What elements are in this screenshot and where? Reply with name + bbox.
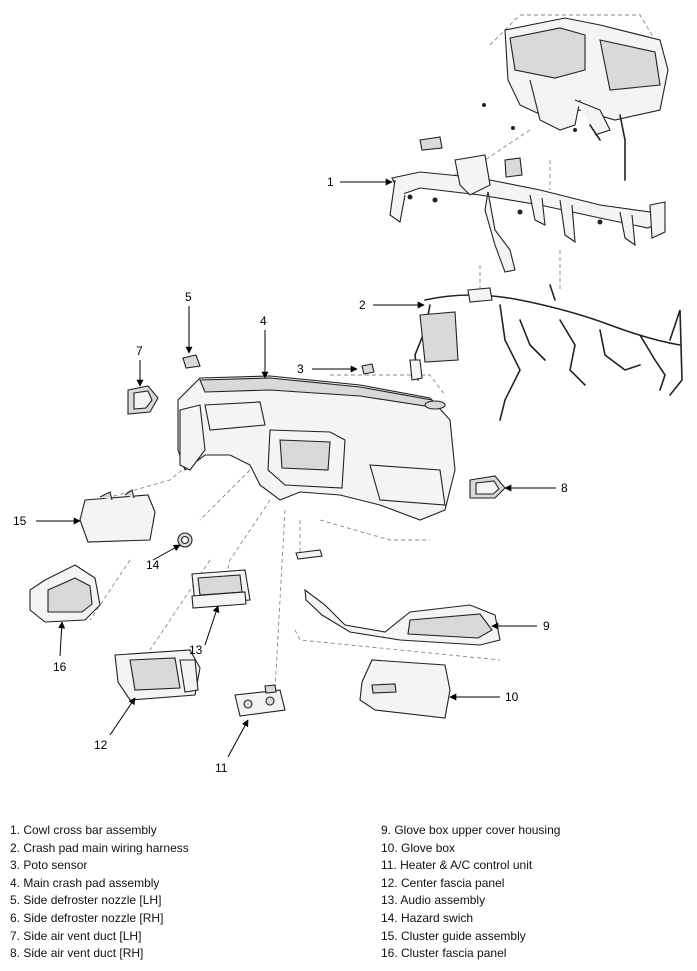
- callout-14: 14: [146, 558, 160, 572]
- cluster-guide-assembly: [79, 489, 156, 543]
- legend-item: 11. Heater & A/C control unit: [381, 858, 533, 873]
- legend-item: 12. Center fascia panel: [381, 875, 505, 890]
- cluster-fascia-panel: [29, 564, 101, 623]
- callout-16: 16: [53, 660, 67, 674]
- callout-8: 8: [561, 481, 568, 495]
- callout-1: 1: [327, 175, 334, 189]
- hazard-switch: [177, 532, 193, 548]
- callout-13: 13: [189, 643, 203, 657]
- side-air-vent-lh: [127, 385, 159, 415]
- legend-item: 2. Crash pad main wiring harness: [10, 840, 189, 855]
- legend-item: 15. Cluster guide assembly: [381, 928, 526, 943]
- legend-item: 9. Glove box upper cover housing: [381, 823, 561, 837]
- callout-10: 10: [505, 690, 519, 704]
- cowl-cross-bar: [389, 136, 666, 273]
- audio-assembly: [191, 569, 251, 609]
- legend-left-column: 1. Cowl cross bar assembly 2. Crash pad …: [10, 822, 189, 963]
- leader-lines: [36, 178, 556, 758]
- legend-item: 1. Cowl cross bar assembly: [10, 823, 157, 837]
- glove-box-upper-cover: [304, 588, 501, 646]
- callout-numbers: 1 2 3 4 5 6 7 8 9 10 11 12 13 14 15 16: [13, 175, 568, 775]
- legend-item: 7. Side air vent duct [LH]: [10, 928, 142, 943]
- center-fascia-panel: [114, 649, 201, 701]
- legend-item: 6. Side defroster nozzle [RH]: [10, 910, 164, 925]
- bracket-clip: [295, 549, 323, 560]
- hvac-module: [482, 17, 669, 181]
- legend-item: 10. Glove box: [381, 840, 456, 855]
- legend-item: 16. Cluster fascia panel: [381, 946, 507, 961]
- heater-ac-control-unit: [234, 684, 286, 717]
- legend-right-column: 9. Glove box upper cover housing 10. Glo…: [381, 822, 560, 963]
- legend-item: 8. Side air vent duct [RH]: [10, 946, 144, 961]
- glove-box: [359, 659, 451, 719]
- callout-5: 5: [185, 290, 192, 304]
- callout-3: 3: [297, 362, 304, 376]
- exploded-parts-diagram: 1 2 3 4 5 6 7 8 9 10 11 12 13 14 15 16: [13, 14, 683, 775]
- callout-15: 15: [13, 514, 27, 528]
- callout-9: 9: [543, 619, 550, 633]
- side-air-vent-rh: [469, 475, 506, 499]
- callout-12: 12: [94, 738, 108, 752]
- photo-sensor: [361, 363, 375, 375]
- callout-7: 7: [136, 344, 143, 358]
- side-defroster-nozzle-lh: [182, 354, 201, 369]
- crash-pad-wiring-harness: [409, 284, 683, 421]
- callout-11: 11: [215, 761, 228, 775]
- legend-item: 5. Side defroster nozzle [LH]: [10, 893, 162, 908]
- callout-2: 2: [359, 298, 366, 312]
- legend-item: 4. Main crash pad assembly: [10, 875, 160, 890]
- legend-item: 3. Poto sensor: [10, 858, 88, 873]
- callout-4: 4: [260, 314, 267, 328]
- legend-item: 14. Hazard swich: [381, 910, 474, 925]
- legend-item: 13. Audio assembly: [381, 893, 486, 908]
- main-crash-pad: [177, 375, 456, 521]
